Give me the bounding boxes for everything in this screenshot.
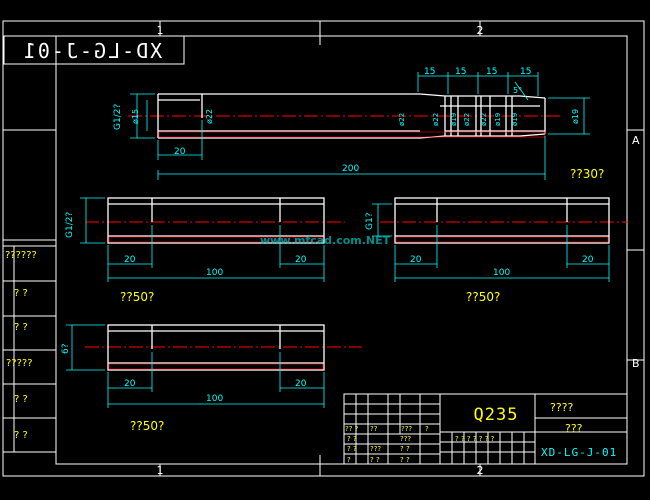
mirrored-title-text: XD-LG-J-01 [22,39,162,63]
left-table-row-2: ? ? [14,288,28,299]
tb-cell-r4-1: ? ? ? ? ? ? ? [455,435,495,443]
part4-dim-total: 100 [206,394,223,404]
grid-label-bottom-2: 2 [477,464,484,477]
tb-cell-r2-2: ??? [400,435,411,443]
part3-dim-left: 20 [410,255,422,265]
part3-dim-right: 20 [582,255,594,265]
part1-dia-r4: ø22 [463,113,471,126]
title-block-label-1: ???? [550,401,574,414]
part2-tube: G1/2? 20 20 100 ??50? [65,197,345,304]
title-block [343,393,628,465]
part1-dia-r5: ø22 [480,113,488,126]
left-table-row-3: ? ? [14,322,28,333]
grid-label-top-1: 1 [157,24,164,37]
part1-dia-r1: ø22 [398,113,406,126]
part4-dim-left: 20 [124,379,136,389]
part1-dia-r7: ø19 [511,113,519,126]
part4-dim-right: 20 [295,379,307,389]
tb-cell-r1-1: ?? ? [345,425,359,433]
part1-dim-top-3: 15 [486,67,497,77]
part1-dim-top-2: 15 [455,67,466,77]
mirrored-title-box: XD-LG-J-01 [3,35,185,65]
grid-label-bottom-1: 1 [157,464,164,477]
part1-dia-r6: ø19 [494,113,502,126]
part1-dia-r2: ø22 [432,113,440,126]
part1-dia-end: ø19 [571,109,580,124]
part1-dia-22: ø22 [205,109,214,124]
tb-cell-r3-2: ??? [370,445,381,453]
watermark-text: www.mfcad.com.NET [260,234,391,247]
tb-cell-r1-4: ? [425,425,429,433]
part1-thread-label: G1/2? [113,104,123,130]
part3-quantity: ??50? [466,290,500,304]
part1-tube: G1/2? ø15 ø22 20 200 15 15 15 15 5° ø22 … [113,67,604,181]
title-block-label-2: ??? [565,422,583,435]
part1-quantity: ??30? [570,167,604,181]
tb-cell-r1-3: ??? [401,425,412,433]
part3-tube: G1? 20 20 100 ??50? [365,197,628,304]
grid-label-right-b: B [632,357,640,370]
tb-cell-r2-1: ? ? [347,435,357,443]
part1-dim-top-4: 15 [520,67,531,77]
part1-dimensions [130,72,546,180]
left-table-row-6: ? ? [14,430,28,441]
drawing-frame [2,20,645,477]
drawing-number: XD-LG-J-01 [541,446,617,459]
part2-thread-label: G1/2? [65,212,75,238]
grid-label-right-a: A [632,134,640,147]
part2-dim-total: 100 [206,268,223,278]
left-table-row-4: ????? [6,358,33,369]
part1-dia-r3: ø19 [450,113,458,126]
part3-thread-label: G1? [365,212,375,230]
part1-dim-top-1: 15 [424,67,435,77]
left-table-row-1: ?????? [5,250,37,261]
part4-quantity: ??50? [130,419,164,433]
left-table-row-5: ? ? [14,394,28,405]
left-side-table [2,245,57,453]
part2-dim-right: 20 [295,255,307,265]
tb-cell-r1-2: ?? [370,425,378,433]
tb-cell-r3-3: ? ? [400,445,410,453]
part3-dim-total: 100 [493,268,510,278]
part2-quantity: ??50? [120,290,154,304]
part4-thread-label: 6? [61,343,71,354]
part2-dim-left: 20 [124,255,136,265]
grid-label-top-2: 2 [477,24,484,37]
part1-dim-20: 20 [174,147,186,157]
tb-cell-r5-2: ? ? [370,456,380,464]
part1-angle: 5° [513,86,522,95]
material-label: Q235 [474,405,519,425]
tb-cell-r5-1: ? [347,456,351,464]
part1-dia-15: ø15 [131,109,140,124]
part1-dim-200: 200 [342,164,359,174]
tb-cell-r5-3: ? ? [400,456,410,464]
tb-cell-r3-1: ? ? [347,445,357,453]
part4-tube: 6? 20 20 100 ??50? [61,324,362,433]
